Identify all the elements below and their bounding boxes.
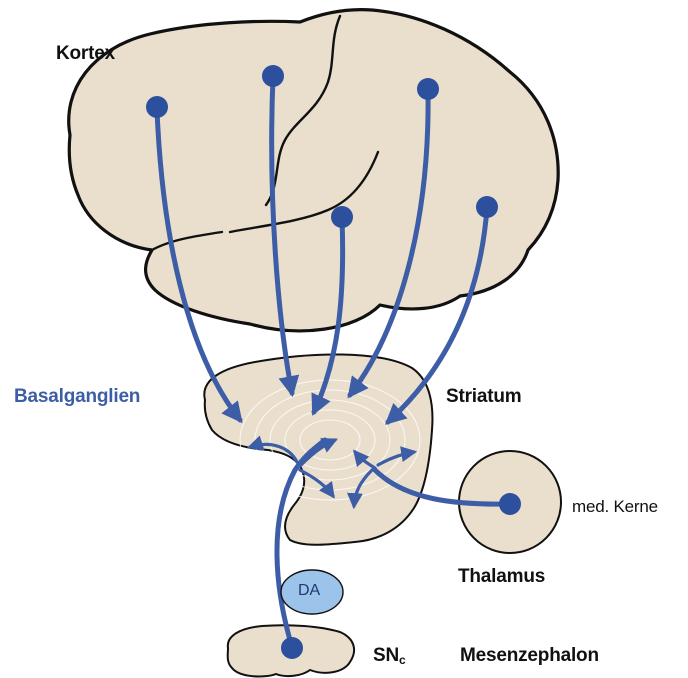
- cortex-node-2: [262, 65, 284, 87]
- thalamus-node: [499, 493, 521, 515]
- cortex: [69, 10, 558, 331]
- label-med-kerne: med. Kerne: [572, 497, 658, 517]
- label-striatum: Striatum: [446, 386, 521, 408]
- sn-node: [281, 637, 303, 659]
- label-basalganglien: Basalganglien: [14, 386, 140, 408]
- label-kortex: Kortex: [56, 43, 115, 65]
- cortex-outline: [69, 10, 558, 331]
- cortex-node-5: [476, 196, 498, 218]
- cortex-node-1: [146, 96, 168, 118]
- cortex-node-4: [331, 206, 353, 228]
- label-thalamus: Thalamus: [458, 566, 545, 588]
- label-sn-main: SN: [373, 645, 399, 666]
- cortex-node-3: [417, 78, 439, 100]
- label-sn: SNc: [373, 645, 405, 667]
- label-da: DA: [298, 582, 320, 600]
- label-sn-sub: c: [399, 653, 405, 667]
- label-mesenzephalon: Mesenzephalon: [460, 645, 599, 667]
